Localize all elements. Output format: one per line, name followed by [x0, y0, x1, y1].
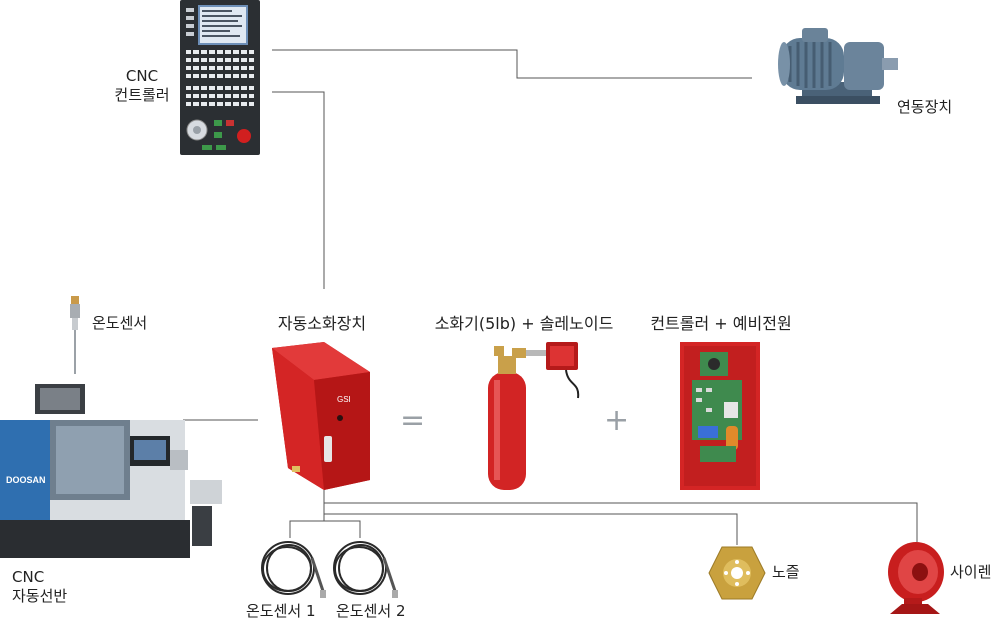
temperature-sensor-1-coil: [258, 536, 330, 600]
line-bus-sensors: [289, 520, 324, 538]
cnc-lathe-machine: DOOSAN: [0, 380, 225, 560]
label-auto-extinguisher: 자동소화장치: [277, 314, 367, 333]
label-temp-sensor: 온도센서: [92, 314, 148, 332]
equals-symbol: =: [400, 403, 426, 438]
label-nozzle: 노즐: [772, 563, 800, 581]
extinguisher-cylinder: [468, 340, 583, 492]
controller-backup-board: [680, 342, 760, 490]
auto-extinguisher-box: GSI: [262, 340, 374, 492]
plus-symbol: +: [604, 403, 630, 438]
line-bus-siren: [324, 502, 918, 542]
temperature-sensor-probe: [68, 296, 82, 374]
drive-unit-motor: [772, 22, 902, 112]
cnc-controller-panel: [180, 0, 260, 155]
lathe-brand-text: DOOSAN: [6, 475, 46, 485]
line-controller-extinguisher: [272, 91, 325, 289]
label-cnc-controller: CNC 컨트롤러: [114, 67, 170, 104]
line-controller-drive: [272, 49, 752, 79]
temperature-sensor-2-coil: [330, 536, 402, 600]
label-temp-sensor-2: 온도센서 2: [336, 602, 406, 620]
label-extinguisher-solenoid: 소화기(5lb) + 솔레노이드: [434, 314, 614, 333]
label-drive-unit: 연동장치: [897, 98, 953, 116]
extinguisher-display-text: GSI: [337, 395, 351, 404]
label-controller-backup: 컨트롤러 + 예비전원: [650, 314, 792, 333]
line-bus-sensor2: [324, 520, 361, 538]
label-siren: 사이렌: [950, 563, 992, 581]
nozzle: [707, 545, 767, 601]
siren: [882, 540, 948, 616]
label-cnc-lathe: CNC 자동선반: [12, 568, 68, 605]
line-bus-nozzle: [324, 513, 738, 545]
label-temp-sensor-1: 온도센서 1: [246, 602, 316, 620]
